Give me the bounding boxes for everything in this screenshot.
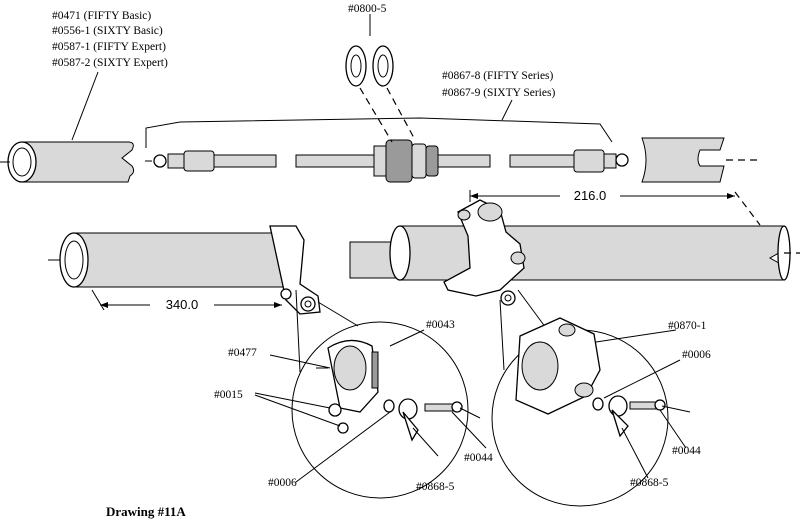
- part-labels: #0471 (FIFTY Basic) #0556-1 (SIXTY Basic…: [52, 3, 711, 493]
- top-tube-assembly: [0, 45, 760, 183]
- label-0867-9: #0867-9 (SIXTY Series): [442, 87, 555, 99]
- label-0587-1: #0587-1 (FIFTY Expert): [52, 41, 166, 53]
- center-rod: [295, 154, 377, 168]
- label-0044-right: #0044: [672, 445, 701, 457]
- center-rod-right: [437, 154, 491, 168]
- rod-end-ball-left: [153, 154, 167, 168]
- label-0800: #0800-5: [348, 3, 387, 15]
- drawing-caption: Drawing #11A: [106, 504, 186, 519]
- right-detail-circle: [491, 289, 691, 507]
- label-0868-left: #0868-5: [416, 481, 455, 493]
- main-right-tube: [395, 225, 785, 281]
- left-rod-collar: [183, 150, 215, 172]
- label-0867-8: #0867-8 (FIFTY Series): [442, 70, 554, 82]
- right-rod-collar: [573, 149, 605, 173]
- label-0043: #0043: [426, 319, 455, 331]
- washer-icon: [372, 45, 394, 87]
- label-0015: #0015: [214, 389, 243, 401]
- label-0044-left: #0044: [464, 452, 493, 464]
- left-clamp: [269, 225, 321, 315]
- left-tube-section: [21, 141, 135, 183]
- right-rod: [509, 154, 575, 168]
- label-0006-right: #0006: [682, 349, 711, 361]
- main-left-tube: [73, 232, 291, 288]
- label-0868-right: #0868-5: [630, 477, 669, 489]
- label-0587-2: #0587-2 (SIXTY Expert): [52, 57, 168, 69]
- label-0477: #0477: [228, 347, 257, 359]
- rod-end-ball-right: [615, 153, 629, 167]
- label-0471: #0471 (FIFTY Basic): [52, 10, 151, 22]
- dimension-216-label: 216.0: [574, 188, 607, 203]
- label-0870: #0870-1: [668, 320, 707, 332]
- main-tube-assembly: [48, 199, 800, 315]
- right-tube-section: [641, 137, 725, 183]
- left-rod: [213, 154, 277, 168]
- dimension-216: 216.0: [469, 188, 761, 226]
- rod-set-bracket: [145, 117, 613, 148]
- label-0006-left: #0006: [268, 477, 297, 489]
- center-bearing: [373, 139, 439, 183]
- left-detail-circle: [291, 289, 481, 499]
- washer-icon: [345, 45, 367, 87]
- dimension-340-label: 340.0: [166, 297, 199, 312]
- right-bearing-block: [443, 199, 526, 306]
- dimension-340: 340.0: [91, 289, 282, 312]
- label-0556: #0556-1 (SIXTY Basic): [52, 25, 163, 37]
